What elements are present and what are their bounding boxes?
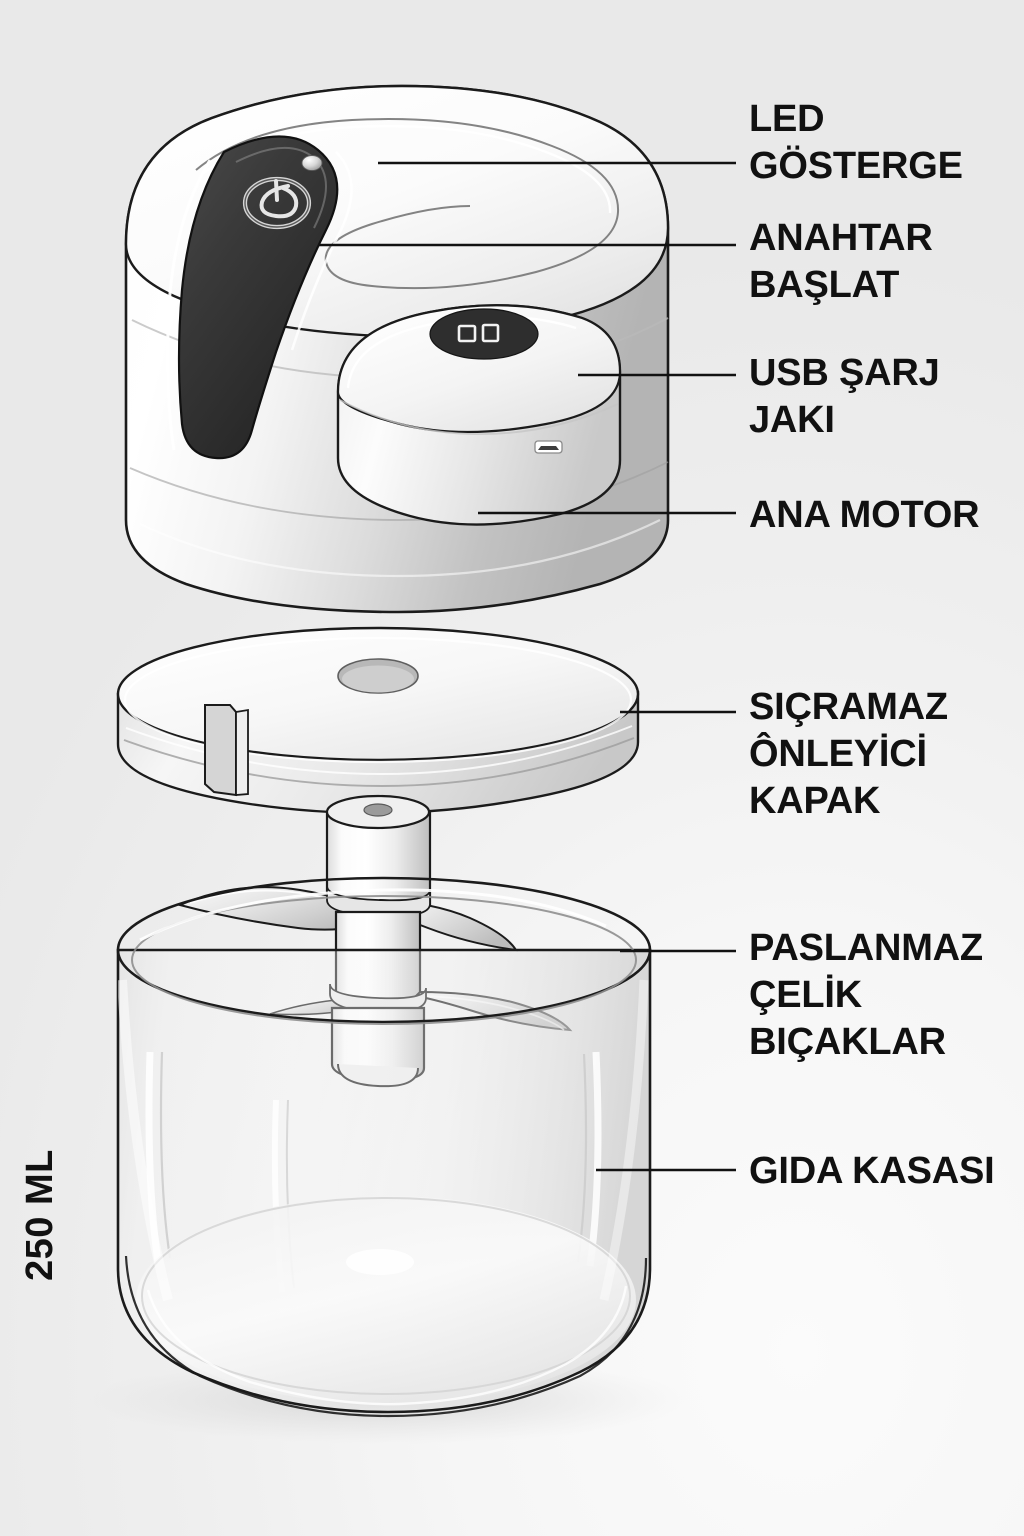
bowl-inner-bottom [136,1196,636,1404]
lid-locking-tab [204,704,237,797]
callout-label-start-switch: ANAHTAR BAŞLAT [749,217,933,306]
bowl-rim-highlight [139,888,607,942]
motor-top-recess [195,118,620,290]
lid-top-inner-edge [123,636,633,764]
bowl-interior [118,979,649,1404]
callout-label-usb-charging-jack: USB ŞARJ JAKI [749,352,940,441]
led-dot [301,155,323,171]
bowl-bottom-contour [124,1255,648,1418]
callout-leader-lines [318,161,736,1172]
callout-label-main-motor: ANA MOTOR [749,494,980,536]
lid-band-seam [123,737,635,787]
lid-top-disc [116,626,640,762]
power-icon [242,176,312,230]
lid-center-hole-inner [342,665,414,693]
usb-puck-seam [339,399,619,436]
splash-lid [116,626,640,815]
micro-usb-slot [534,440,563,454]
capacity-label: 250 ML [19,1149,61,1281]
bowl-bottom-specular [346,1249,414,1275]
lid-locking-tab-face [235,708,249,796]
food-bowl [116,876,652,1418]
bowl-rim-inner [131,895,637,1025]
motor-bottom-rim [139,519,661,578]
callout-label-led-indicator: LED GÖSTERGE [749,98,963,187]
usb-port-puck [336,304,622,526]
control-panel-outer-highlight [166,159,212,451]
control-panel [177,135,339,460]
bowl-inner-bottom-edge [141,1197,631,1395]
callout-label-splash-proof-lid: SIÇRAMAZ ÔNLEYİCİ KAPAK [749,686,948,822]
motor-unit [124,84,670,614]
bowl-right-gloss [599,979,649,1302]
callout-label-food-bowl: GIDA KASASI [749,1150,995,1192]
usb-puck-top-highlight [346,315,577,389]
control-panel-right-highlight [290,151,353,351]
bowl-rib-left-b [159,1051,172,1259]
blade-shaft-top-hole [363,803,393,817]
bowl-bottom-highlight [146,1285,628,1406]
bowl-left-gloss [118,979,173,1302]
usb-logo-glyph [457,323,500,343]
callout-label-stainless-steel-blades: PASLANMAZ ÇELİK BIÇAKLAR [749,927,983,1063]
